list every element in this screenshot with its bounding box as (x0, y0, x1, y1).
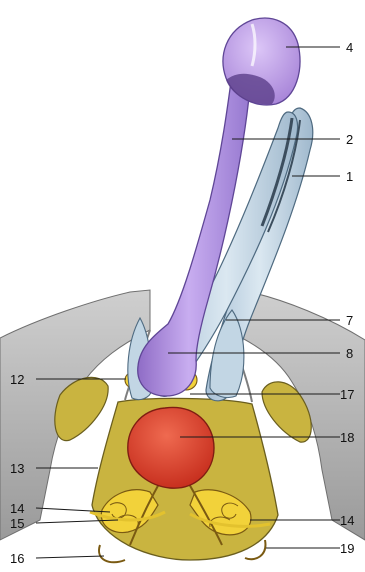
red-organ (128, 407, 214, 488)
label-14-right: 14 (340, 513, 354, 528)
label-4: 4 (346, 40, 353, 55)
label-16: 16 (10, 551, 24, 566)
label-7: 7 (346, 313, 353, 328)
label-19: 19 (340, 541, 354, 556)
violet-cap (223, 18, 300, 105)
label-8: 8 (346, 346, 353, 361)
label-1: 1 (346, 169, 353, 184)
label-14-left: 14 (10, 501, 24, 516)
label-17: 17 (340, 387, 354, 402)
label-18: 18 (340, 430, 354, 445)
label-13: 13 (10, 461, 24, 476)
label-2: 2 (346, 132, 353, 147)
label-12: 12 (10, 372, 24, 387)
label-15: 15 (10, 516, 24, 531)
